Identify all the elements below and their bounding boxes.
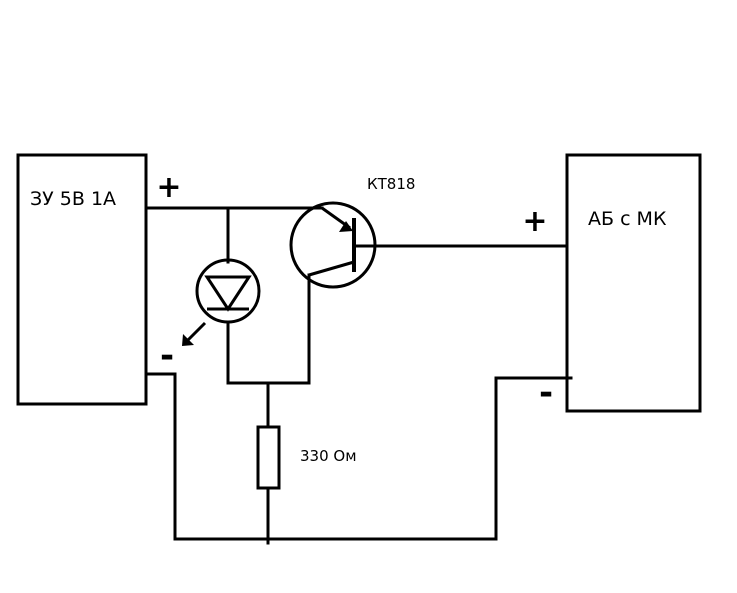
- battery-minus-sign: -: [539, 373, 553, 413]
- charger-label: ЗУ 5В 1А: [30, 188, 116, 210]
- resistor-body: [256, 425, 281, 490]
- light-emission-arrow: [184, 321, 207, 344]
- battery-label: АБ с МК: [588, 208, 667, 230]
- diode-triangle: [204, 275, 252, 312]
- charger-plus-sign: +: [156, 170, 181, 205]
- emitter-arrow-icon: [339, 221, 353, 232]
- negative-wire: [144, 372, 573, 541]
- led-circle: [195, 258, 261, 324]
- resistor-label: 330 Ом: [300, 447, 357, 465]
- collector-lead: [308, 260, 355, 277]
- wires: [144, 206, 573, 545]
- transistor-label: КТ818: [367, 175, 415, 193]
- led-symbol: [182, 258, 261, 346]
- light-emission-arrowhead: [182, 334, 194, 346]
- charger-minus-sign: -: [160, 336, 174, 376]
- battery-plus-sign: +: [522, 204, 547, 239]
- transistor-symbol: [289, 201, 377, 289]
- charger-box: [16, 153, 148, 406]
- battery-box: [565, 153, 702, 413]
